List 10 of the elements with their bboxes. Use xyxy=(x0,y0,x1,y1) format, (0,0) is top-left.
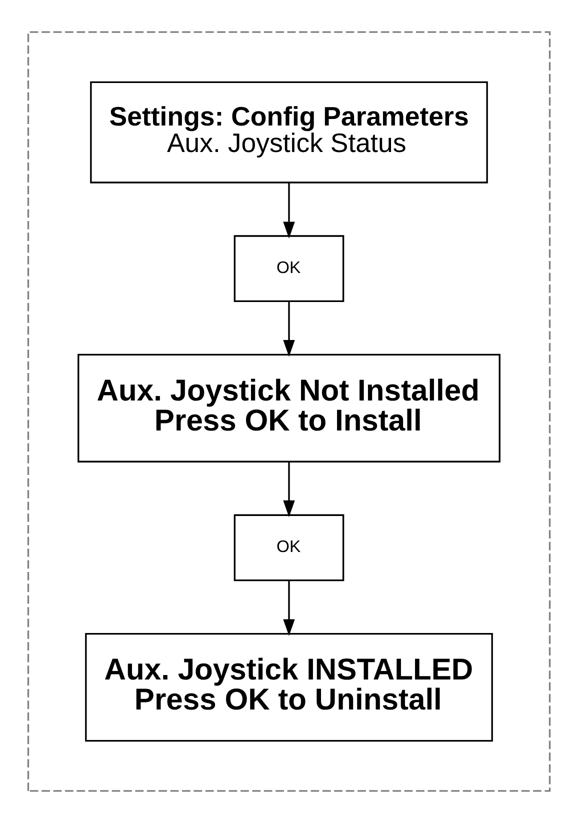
node-box: OK xyxy=(234,514,344,582)
arrow xyxy=(283,581,295,636)
arrow xyxy=(283,302,295,357)
cluster xyxy=(27,31,551,792)
node-box: Aux. Joystick INSTALLED Press OK to Uninstall xyxy=(85,632,493,742)
node-box: Settings: Config Parameters Aux. Joystick Status xyxy=(90,81,488,184)
arrow xyxy=(283,182,295,238)
node-box: OK xyxy=(234,235,344,302)
node-box: Aux. Joystick Not Installed Press OK to Install xyxy=(78,354,500,462)
arrow xyxy=(283,462,295,518)
